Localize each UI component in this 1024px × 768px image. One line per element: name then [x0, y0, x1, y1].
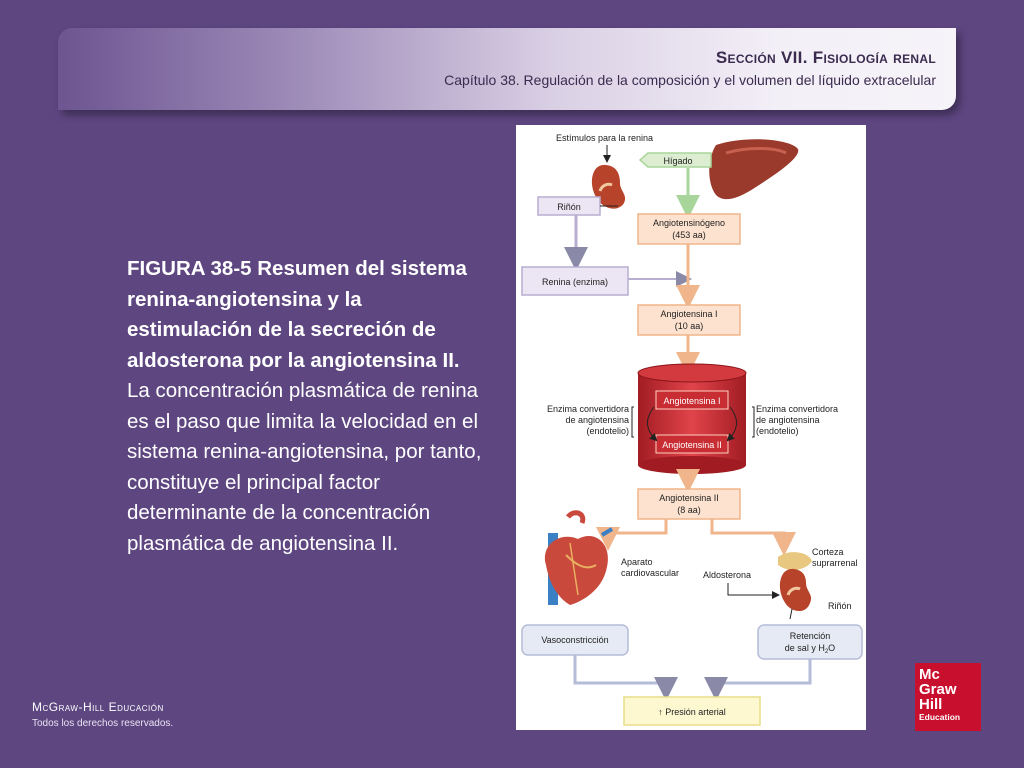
angiotensinogen-label: Angiotensinógeno: [653, 218, 725, 228]
aldosterone-label: Aldosterona: [703, 570, 751, 580]
retention-l2-text: de sal y H: [785, 643, 825, 653]
angiotensin-ii-label: Angiotensina II: [659, 493, 719, 503]
retention-sub: 2: [825, 649, 829, 655]
liver-box: [638, 152, 712, 168]
logo-line-1: Mc: [919, 666, 940, 683]
aldosterone-arrow: [727, 583, 780, 599]
figure-caption: FIGURA 38-5 Resumen del sistema renina-a…: [127, 254, 487, 559]
ace-left-l1: Enzima convertidora: [547, 404, 629, 414]
header-band: Sección VII. Fisiología renal Capítulo 3…: [58, 28, 956, 110]
retention-end: O: [828, 643, 835, 653]
angiotensinogen-size: (453 aa): [672, 230, 706, 240]
ace-left-bracket: [631, 406, 634, 438]
adrenal-kidney-icon: [778, 552, 812, 620]
angiotensin-i-box: [637, 304, 741, 336]
rights-notice: Todos los derechos reservados.: [32, 718, 174, 729]
vessel-angiotensin-ii: Angiotensina II: [662, 440, 722, 450]
logo-line-2: Graw: [919, 681, 957, 698]
chapter-title: Capítulo 38. Regulación de la composició…: [444, 72, 936, 88]
caption-text: La concentración plasmática de renina es…: [127, 379, 482, 555]
ace-right-l2: de angiotensina: [756, 415, 820, 425]
vaso-to-pressure-arrow: [573, 655, 678, 701]
cardio-l2: cardiovascular: [621, 568, 679, 578]
cortex-l1: Corteza: [812, 547, 844, 557]
logo-line-3: Hill: [919, 696, 943, 713]
renin-angiotensin-diagram: Estímulos para la renina Hígado Riñón An…: [521, 133, 863, 726]
mcgraw-hill-logo: Mc Graw Hill Education: [915, 663, 981, 731]
heart-icon: [544, 510, 614, 605]
publisher-name: McGraw-Hill Educación: [32, 700, 164, 714]
caption-title: FIGURA 38-5 Resumen del sistema renina-a…: [127, 257, 467, 372]
conversion-arrow-left: [647, 406, 658, 442]
renin-box: [521, 266, 629, 296]
ace-left-l3: (endotelio): [586, 426, 629, 436]
liver-icon: [709, 139, 799, 200]
vessel-angiotensin-i: Angiotensina I: [663, 396, 720, 406]
retention-to-pressure-arrow: [704, 659, 812, 701]
logo-line-4: Education: [919, 712, 961, 722]
figure-panel: Estímulos para la renina Hígado Riñón An…: [516, 125, 866, 730]
angiotensin-i-label: Angiotensina I: [660, 309, 717, 319]
cortex-l2: suprarrenal: [812, 558, 858, 568]
ace-right-l3: (endotelio): [756, 426, 799, 436]
ang2-to-cardio-arrow: [596, 519, 668, 551]
ace-right-l1: Enzima convertidora: [756, 404, 838, 414]
ace-right-bracket: [752, 406, 755, 438]
kidney-right-label: Riñón: [828, 601, 852, 611]
angiotensin-ii-size: (8 aa): [677, 505, 701, 515]
pressure-box: [623, 696, 761, 726]
cardio-l1: Aparato: [621, 557, 653, 567]
stimulus-label: Estímulos para la renina: [556, 133, 653, 143]
renin-label: Renina (enzima): [542, 277, 608, 287]
kidney-box-label: Riñón: [557, 202, 581, 212]
blood-vessel: [637, 363, 747, 474]
retention-l1: Retención: [790, 631, 831, 641]
ang2-to-adrenal-arrow: [710, 519, 796, 556]
pressure-label: ↑ Presión arterial: [658, 707, 726, 717]
vasoconstriction-label: Vasoconstricción: [541, 635, 608, 645]
section-title: Sección VII. Fisiología renal: [715, 48, 936, 67]
retention-l2: de sal y H2O: [785, 643, 835, 655]
liver-label: Hígado: [663, 156, 692, 166]
conversion-arrow-right: [726, 406, 737, 442]
ace-left-l2: de angiotensina: [565, 415, 629, 425]
angiotensin-i-size: (10 aa): [675, 321, 704, 331]
angiotensin-ii-box: [637, 488, 741, 520]
